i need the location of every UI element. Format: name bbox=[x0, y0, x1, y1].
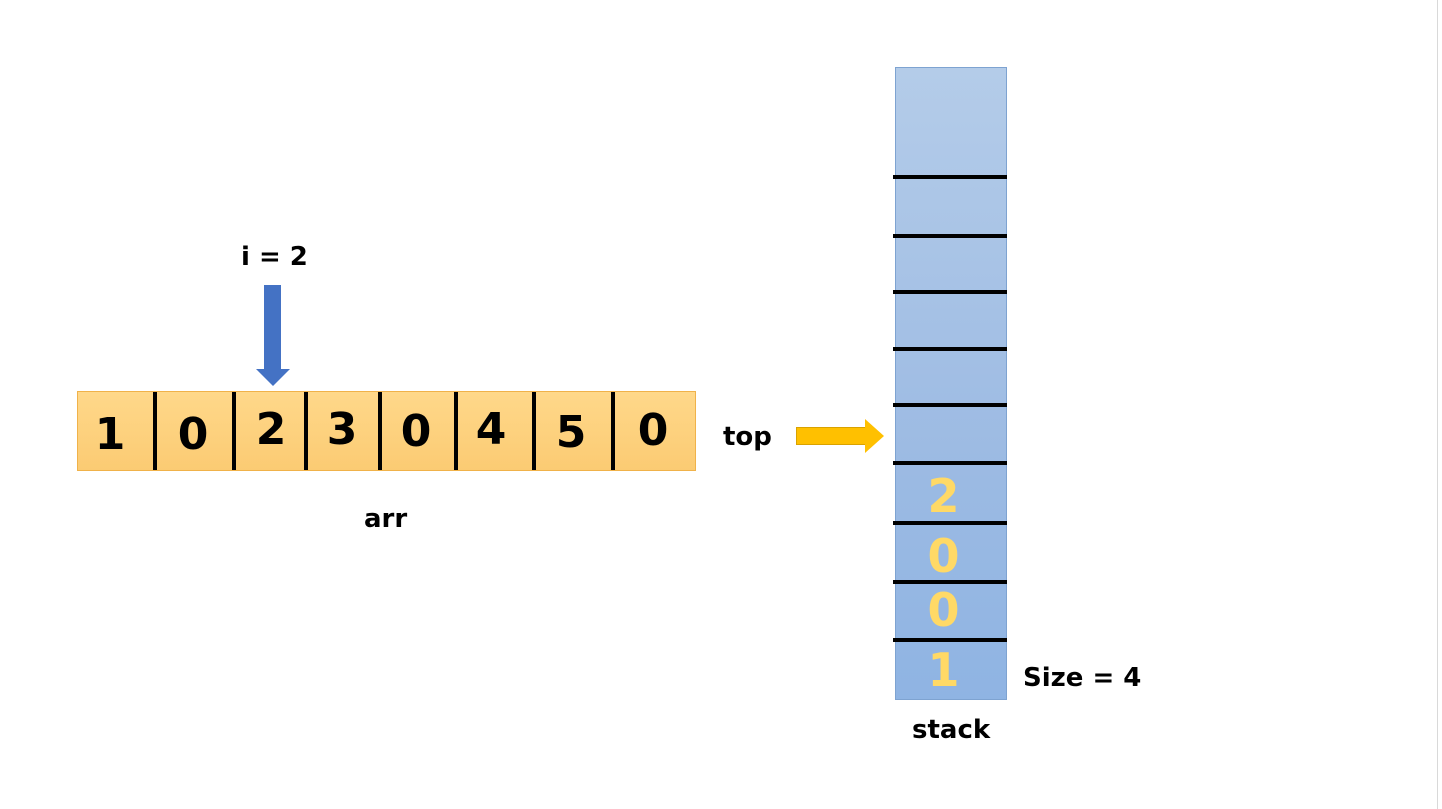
stack-name: stack bbox=[912, 715, 991, 745]
stack-slot-divider bbox=[893, 580, 1007, 584]
array-cell: 2 bbox=[255, 404, 287, 455]
top-arrow bbox=[796, 427, 866, 445]
array-name: arr bbox=[364, 504, 408, 534]
stack-slot-divider bbox=[893, 175, 1007, 179]
stack-item: 0 bbox=[927, 583, 960, 637]
array-divider bbox=[153, 392, 157, 470]
pointer-label: i = 2 bbox=[241, 242, 308, 272]
array-cell: 0 bbox=[637, 405, 669, 456]
stack-slot-divider bbox=[893, 290, 1007, 294]
array-cell: 5 bbox=[555, 407, 587, 458]
array-divider bbox=[232, 392, 236, 470]
stack-box bbox=[895, 67, 1007, 700]
stack-slot-divider bbox=[893, 638, 1007, 642]
array-box bbox=[77, 391, 696, 471]
array-divider bbox=[611, 392, 615, 470]
top-arrowhead bbox=[865, 419, 884, 453]
array-divider bbox=[532, 392, 536, 470]
array-divider bbox=[378, 392, 382, 470]
stack-slot-divider bbox=[893, 347, 1007, 351]
slide-edge bbox=[1437, 0, 1438, 809]
index-pointer-arrowhead bbox=[256, 369, 290, 386]
top-label: top bbox=[723, 422, 772, 452]
array-cell: 1 bbox=[94, 409, 126, 460]
array-cell: 4 bbox=[475, 404, 507, 455]
stack-slot-divider bbox=[893, 234, 1007, 238]
stack-slot-divider bbox=[893, 461, 1007, 465]
stack-item: 2 bbox=[927, 469, 960, 523]
stack-size-label: Size = 4 bbox=[1023, 663, 1142, 693]
array-divider bbox=[304, 392, 308, 470]
array-cell: 0 bbox=[400, 406, 432, 457]
array-cell: 3 bbox=[326, 404, 358, 455]
stack-slot-divider bbox=[893, 521, 1007, 525]
array-divider bbox=[454, 392, 458, 470]
stack-item: 0 bbox=[927, 529, 960, 583]
array-cell: 0 bbox=[177, 409, 209, 460]
stack-item: 1 bbox=[927, 643, 960, 697]
stack-slot-divider bbox=[893, 403, 1007, 407]
index-pointer-arrow bbox=[264, 285, 281, 370]
